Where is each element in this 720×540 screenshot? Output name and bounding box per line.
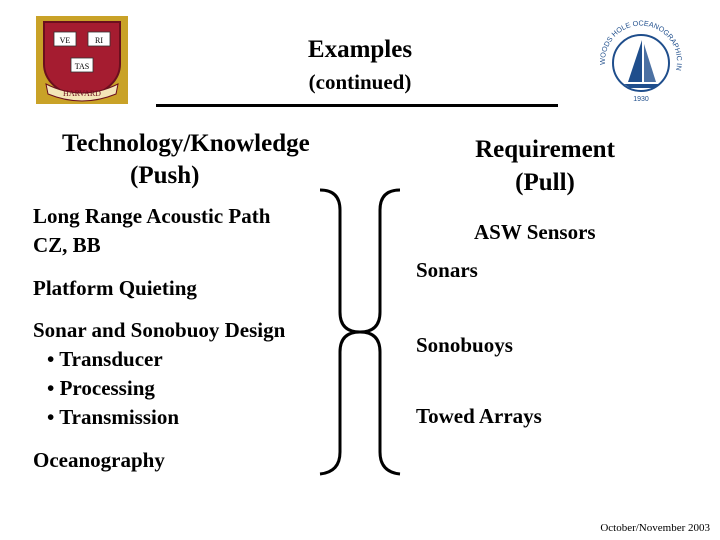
slide-subtitle: (continued) <box>308 70 412 94</box>
book-text-tas: TAS <box>75 62 89 71</box>
book-left <box>53 31 77 47</box>
pull-item-towed-arrays: Towed Arrays <box>416 404 542 428</box>
push-item-line: CZ, BB <box>33 233 101 257</box>
slide-title: Examples <box>307 36 413 63</box>
sail-icon-2 <box>644 44 656 82</box>
ribbon-text: HARVARD <box>63 89 101 98</box>
logo-ribbon <box>45 83 119 102</box>
push-heading-line1: Technology/Knowledge <box>62 130 310 157</box>
push-heading: Technology/Knowledge (Push) <box>62 128 352 192</box>
left-curly-brace <box>359 188 401 476</box>
push-subitem: • Transmission <box>47 405 180 429</box>
push-item-oceanography: Oceanography <box>33 448 165 472</box>
pull-heading-line1: Requirement <box>475 136 615 163</box>
braces-divider <box>319 188 401 476</box>
push-subitem: • Processing <box>47 376 155 400</box>
push-item-line: Long Range Acoustic Path <box>33 204 271 228</box>
hull-icon <box>624 84 660 88</box>
push-item-sonar-design: Sonar and Sonobuoy Design • Transducer •… <box>33 316 285 432</box>
book-text-ve: VE <box>60 36 71 45</box>
pull-item-sonobuoys: Sonobuoys <box>416 333 513 357</box>
pull-heading: Requirement (Pull) <box>440 133 650 199</box>
whoi-year: 1930 <box>633 96 649 103</box>
pull-item-sonars: Sonars <box>416 258 478 282</box>
title-underline <box>156 104 558 107</box>
whoi-logo: WOODS HOLE OCEANOGRAPHIC INSTITUTION 193… <box>592 14 684 103</box>
push-item-line: Sonar and Sonobuoy Design <box>33 318 286 342</box>
pull-heading-line2: (Pull) <box>515 169 575 196</box>
push-subitem: • Transducer <box>47 347 163 371</box>
book-right <box>87 31 111 47</box>
harvard-shield-logo: VE RI TAS HARVARD <box>36 16 128 104</box>
book-bottom <box>70 57 94 73</box>
push-item-acoustic-path: Long Range Acoustic Path CZ, BB <box>33 202 270 260</box>
book-text-ri: RI <box>95 36 103 45</box>
pull-item-asw-sensors: ASW Sensors <box>474 220 596 244</box>
sail-icon <box>628 40 642 82</box>
push-item-platform-quieting: Platform Quieting <box>33 276 197 300</box>
right-curly-brace <box>319 188 361 476</box>
push-heading-line2: (Push) <box>130 162 200 189</box>
footer-date: October/November 2003 <box>600 522 710 534</box>
